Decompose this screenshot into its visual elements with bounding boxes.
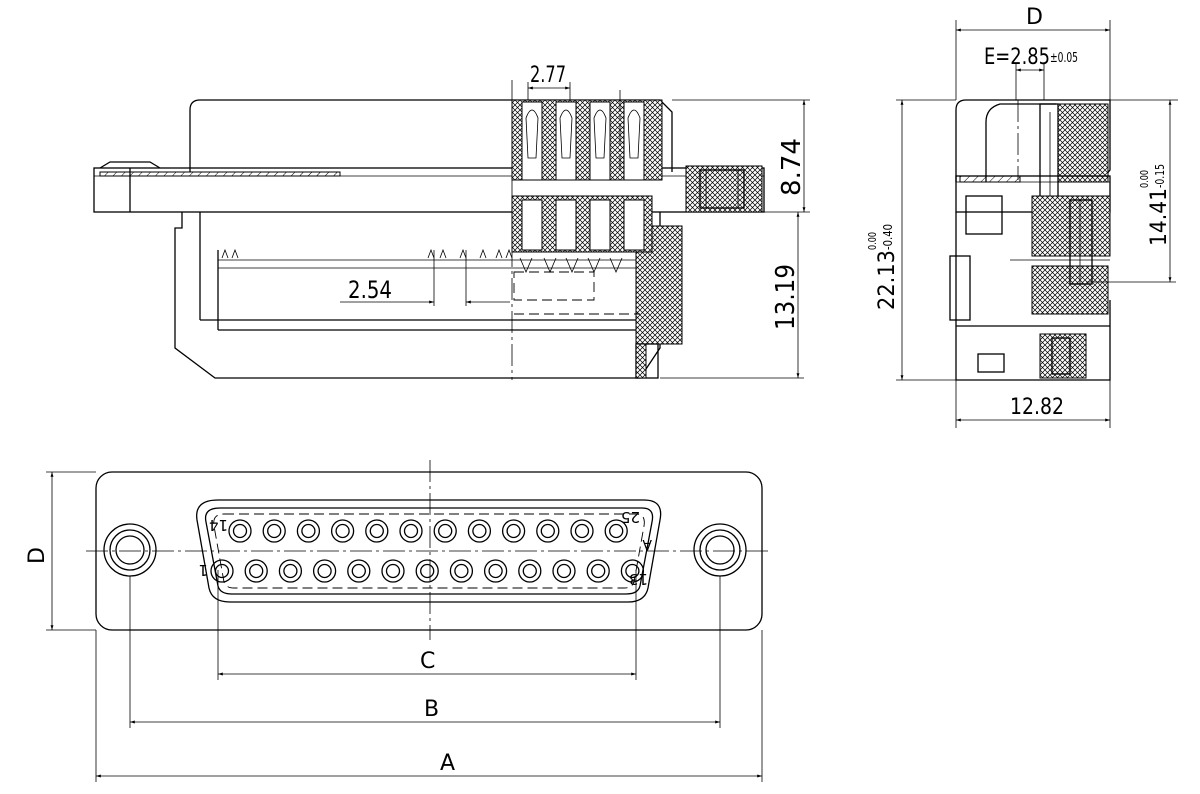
pin-socket [330,519,355,543]
pin-hole [556,563,572,579]
pin-hole [267,523,282,539]
pin-socket [312,559,337,583]
dim-height-upper: 8.74 [777,138,807,196]
pin-hole [522,563,537,579]
pin-hole [625,563,640,579]
pin-hole [335,523,350,539]
dim-side-width: 12.82 [1010,395,1064,420]
pin-hole [369,523,384,539]
pin-socket [536,519,560,543]
dim-pin-pitch: 2.54 [348,276,392,304]
pin-socket [244,559,268,583]
pin-hole [214,563,230,579]
pin-socket [570,519,594,543]
pin-socket [399,519,423,543]
pin-socket [518,559,542,583]
pin-socket [228,519,252,543]
pin-socket [449,559,474,583]
pin-socket [467,519,492,543]
pin-socket [433,519,457,543]
dim-body-height-tol-upper: 0.00 [1138,170,1151,188]
dim-total-height: 22.13 [875,250,900,310]
dim-body-height-tol-lower: -0.15 [1153,164,1167,188]
pin-hole [438,523,453,539]
pin-row-top [228,519,628,543]
pin-socket [415,559,439,583]
dim-c: C [420,649,435,674]
dim-a: A [440,751,455,776]
pin-socket [381,559,405,583]
pin-row-bottom [210,559,645,583]
pin-socket [620,559,645,583]
pin-hole [351,563,366,579]
pin-socket [210,559,234,583]
pin-hole [283,563,298,579]
side-section-view: 2.77 2.54 8.74 13.19 [93,63,810,380]
pin-hole [420,563,435,579]
dim-body-height: 14.41 [1147,188,1172,246]
pin-hole [540,523,555,539]
dim-e: E=2.85 [984,45,1050,70]
pin-hole [385,563,401,579]
pin-hole [403,523,419,539]
front-view: 14 25 1 13 A C B A D [25,460,772,782]
pin-socket [296,519,321,543]
pin-hole [249,563,264,579]
dim-b: B [424,697,439,722]
pin-socket [278,559,303,583]
pin-socket [552,559,576,583]
dim-e-tolerance: ±0.05 [1050,51,1078,66]
pin-socket [347,559,371,583]
dim-pin-width: 2.77 [530,63,566,88]
dim-height-lower: 13.19 [771,264,801,330]
svg-text:A: A [642,536,652,552]
pin-hole [506,523,521,539]
pin-socket [501,519,526,543]
pin-number-1: 1 [198,561,208,579]
pin-hole [454,563,469,579]
dim-total-height-tol-lower: -0.40 [881,224,895,250]
pin-socket [604,519,628,543]
end-view: D E=2.85 ±0.05 22.13 0.00 -0.40 14.41 0.… [866,5,1178,428]
pin-hole [609,523,624,539]
pin-socket [365,519,389,543]
pin-hole [591,563,606,579]
pin-hole [574,523,590,539]
pin-hole [301,523,316,539]
dim-depth-d: D [1026,5,1043,30]
pin-hole [472,523,487,539]
dim-total-height-tol-upper: 0.00 [866,232,879,250]
pin-socket [483,559,508,583]
pin-hole [488,563,503,579]
pin-number-25: 25 [621,508,640,526]
pin-socket [262,519,286,543]
pin-hole [232,523,248,539]
mounting-hole-right [693,523,747,577]
pin-number-13: 13 [629,570,648,588]
pin-socket [586,559,610,583]
pin-number-14: 14 [209,516,228,534]
mounting-hole-left [103,523,157,577]
pin-hole [317,563,332,579]
dim-front-height-d: D [25,547,50,564]
